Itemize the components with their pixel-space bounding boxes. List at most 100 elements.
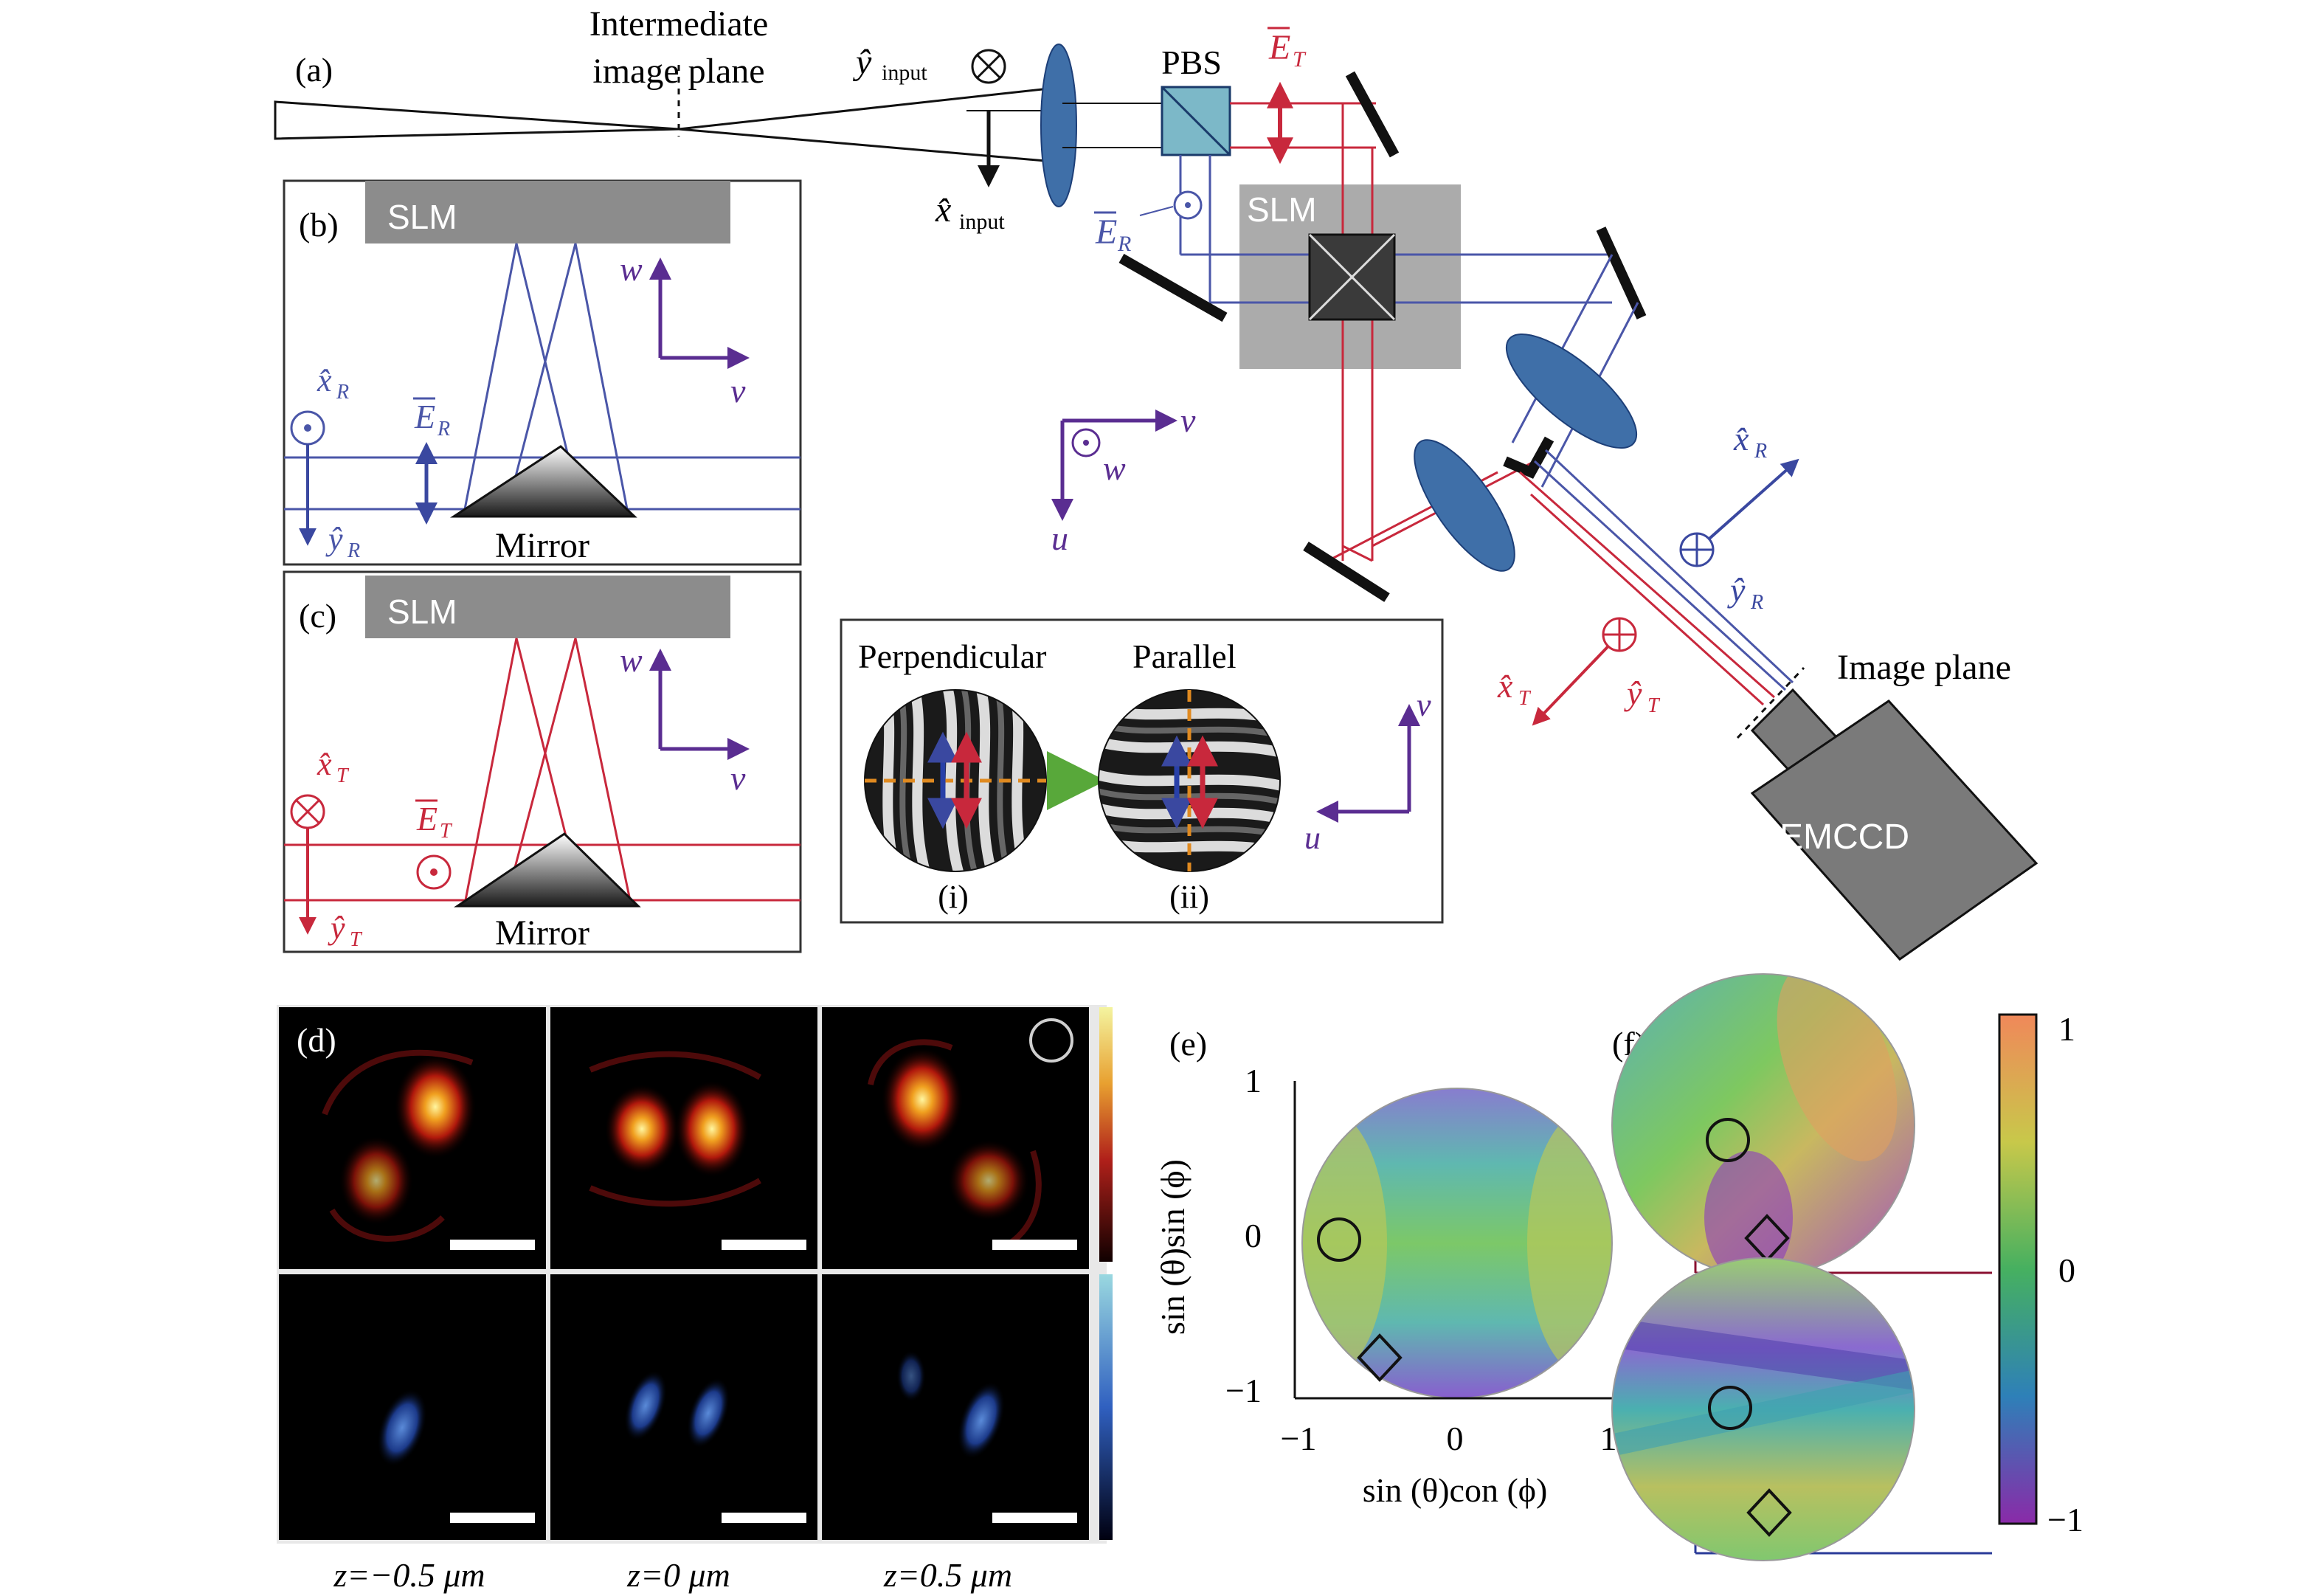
e-t-label: E xyxy=(1268,28,1290,67)
u-label-a: u xyxy=(1051,519,1068,557)
x-t-label-a: x̂ xyxy=(1497,667,1513,705)
y-r-label-b: ŷ xyxy=(325,521,343,557)
y-tick-m1-e: −1 xyxy=(1225,1372,1262,1409)
x-input-sub: input xyxy=(959,210,1005,234)
slm-bar-b xyxy=(365,181,730,243)
lens-1 xyxy=(1040,44,1077,207)
x-input-label: x̂ xyxy=(935,190,951,229)
emccd-label: EMCCD xyxy=(1780,818,1909,857)
x-r-label-b: x̂ xyxy=(317,362,332,398)
slm-cube xyxy=(1308,233,1396,321)
x-t-arrow xyxy=(1532,633,1621,726)
pupil-circle-marker-e xyxy=(1317,1217,1361,1262)
slm-beams-blue xyxy=(1239,253,1612,304)
panel-a: (a) Intermediate image plane ŷ input x̂ … xyxy=(274,4,2038,961)
slm-label-c: SLM xyxy=(387,593,457,631)
panel-b-label: (b) xyxy=(299,206,339,243)
y-t-label-a: ŷ xyxy=(1624,674,1642,712)
panel-a-label: (a) xyxy=(295,51,333,89)
mirror-prism-c xyxy=(454,832,641,908)
x-tick-0-e: 0 xyxy=(1447,1420,1464,1457)
z-label-1: z=−0.5 μm xyxy=(333,1556,485,1594)
z-label-2: z=0 μm xyxy=(626,1556,730,1594)
x-t-sub-c: T xyxy=(336,764,350,787)
scale-bar-6 xyxy=(992,1513,1077,1523)
e-r-label-b: E xyxy=(414,398,435,435)
panel-c: (c) SLM Mirror w v x̂ T ŷ T E T xyxy=(283,570,802,953)
pupil-marker-circle xyxy=(1029,1018,1073,1063)
panel-e: (e) 1 0 −1 −1 0 1 sin (θ)con (ϕ) sin (θ)… xyxy=(1154,1025,1617,1509)
v-mirror xyxy=(1503,436,1554,479)
panel-d-label: (d) xyxy=(297,1021,336,1059)
tile-bottom-2 xyxy=(550,1274,817,1540)
intermediate-label-1: Intermediate xyxy=(589,4,769,44)
w-label-c: w xyxy=(620,641,643,679)
lens-blue xyxy=(1505,333,1638,449)
y-t-sub-a: T xyxy=(1647,694,1661,717)
colorbar-f xyxy=(1998,1013,2038,1525)
mirror-label-c: Mirror xyxy=(495,913,589,953)
x-r-sub-a: R xyxy=(1754,440,1767,463)
perpendicular-label: Perpendicular xyxy=(858,638,1046,675)
dot-in-circle-icon xyxy=(416,854,452,890)
mirror-left xyxy=(1118,253,1228,322)
red-to-camera xyxy=(1519,471,1775,706)
y-r-sub-a: R xyxy=(1750,591,1763,614)
psf-blue-3b xyxy=(957,1381,1006,1459)
v-label-c: v xyxy=(730,759,746,797)
label-ii: (ii) xyxy=(1169,879,1209,915)
scale-bar-5 xyxy=(722,1513,806,1523)
x-t-label-c: x̂ xyxy=(317,746,332,782)
psf-blue-2b xyxy=(686,1378,730,1448)
e-t-sub: T xyxy=(1293,47,1307,72)
tile-bottom-3 xyxy=(822,1274,1089,1540)
v-label-a: v xyxy=(1180,401,1196,439)
mirror-label-b: Mirror xyxy=(495,526,589,565)
image-plane-marker xyxy=(1736,666,1805,739)
mirror-prism-b xyxy=(449,445,637,518)
scale-bar-2 xyxy=(722,1240,806,1250)
x-r-label-a: x̂ xyxy=(1733,420,1749,457)
plus-in-circle-icon xyxy=(1602,617,1637,652)
z-label-3: z=0.5 μm xyxy=(883,1556,1012,1594)
tile-top-3 xyxy=(822,1007,1089,1269)
panel-e-label: (e) xyxy=(1169,1025,1207,1063)
scale-bar-4 xyxy=(450,1513,535,1523)
pbs-label: PBS xyxy=(1161,44,1222,81)
y-r-sub-b: R xyxy=(347,539,360,562)
colorbar-red xyxy=(1099,1007,1113,1262)
cross-in-circle-icon xyxy=(290,794,325,829)
psf-red-2 xyxy=(589,1051,761,1207)
psf-blue-2a xyxy=(623,1370,668,1441)
inset-patterns: Perpendicular Parallel (i) xyxy=(840,618,1444,924)
v-label-inset: v xyxy=(1417,687,1431,723)
psf-blue-1 xyxy=(377,1389,427,1467)
pupil-f-bottom-map xyxy=(1612,1258,1915,1561)
y-t-label-c: ŷ xyxy=(328,910,345,946)
x-tick-m1-e: −1 xyxy=(1281,1420,1317,1457)
slm-bar-c xyxy=(365,576,730,638)
label-i: (i) xyxy=(938,879,969,915)
e-r-sub: R xyxy=(1117,232,1131,256)
pupil-f-bottom-outline xyxy=(1611,1257,1915,1561)
u-label-inset: u xyxy=(1304,820,1321,856)
v-label-b: v xyxy=(730,372,746,410)
panel-b: (b) SLM Mirror w v x̂ R ŷ R E R xyxy=(283,179,802,566)
scale-bar-3 xyxy=(992,1240,1077,1250)
colorbar-blue xyxy=(1099,1274,1113,1540)
emccd-camera xyxy=(1750,688,2038,961)
dot-in-circle-icon xyxy=(1071,428,1101,457)
e-r-pointer xyxy=(1139,206,1174,216)
panel-d: (d) z=−0.5 μm z=0 μm z=0.5 μm xyxy=(277,1005,1113,1594)
mirror-top-right xyxy=(1345,71,1400,158)
y-input-sub: input xyxy=(882,61,927,85)
e-r-sub-b: R xyxy=(437,418,450,441)
pupil-e-map xyxy=(1302,1088,1612,1398)
y-tick-1-e: 1 xyxy=(1245,1062,1262,1099)
slm-label: SLM xyxy=(1247,190,1317,229)
x-r-arrow xyxy=(1695,458,1799,551)
y-input-label: ŷ xyxy=(852,43,872,82)
scale-bar-1 xyxy=(450,1240,535,1250)
w-label-b: w xyxy=(620,250,643,288)
